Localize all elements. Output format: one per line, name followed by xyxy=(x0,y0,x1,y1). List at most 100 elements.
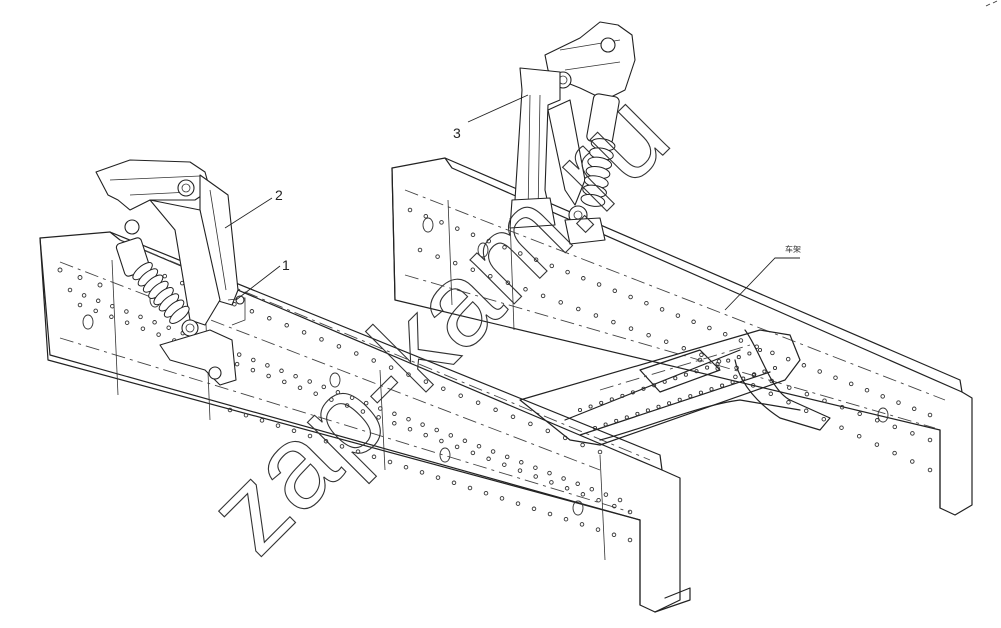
rivet-hole xyxy=(874,418,880,423)
rivet-hole xyxy=(275,423,281,428)
rivet-hole xyxy=(611,319,616,325)
rivet-hole xyxy=(423,213,429,219)
rivet-hole xyxy=(448,433,454,438)
rivet-hole xyxy=(528,421,533,427)
rivet-hole xyxy=(502,462,507,467)
rivet-hole xyxy=(344,403,350,408)
rivet-hole xyxy=(156,332,161,337)
rivet-hole xyxy=(518,251,523,256)
rivet-hole xyxy=(451,480,457,486)
rivet-hole xyxy=(349,395,355,400)
rivet-hole xyxy=(251,357,256,363)
rivet-hole xyxy=(454,444,460,450)
rivet-hole xyxy=(545,428,551,434)
rivet-hole xyxy=(927,412,933,418)
rivet-hole xyxy=(486,238,492,244)
rivet-hole xyxy=(267,316,272,321)
rivet-hole xyxy=(392,411,397,417)
rivet-hole xyxy=(423,379,429,384)
rivet-hole xyxy=(124,320,130,325)
rivet-hole xyxy=(839,425,844,430)
rivet-hole xyxy=(403,464,409,470)
rivet-hole xyxy=(927,467,933,473)
rivet-hole xyxy=(434,427,439,433)
rivet-hole xyxy=(483,490,489,496)
rivet-hole xyxy=(423,432,428,438)
rivet-hole xyxy=(910,459,915,464)
rivet-hole xyxy=(499,496,505,501)
rivet-hole xyxy=(699,352,704,358)
rivet-hole xyxy=(407,207,413,213)
rivet-hole xyxy=(675,313,681,318)
rivet-hole xyxy=(785,356,791,362)
rivet-hole xyxy=(803,408,809,414)
rivet-hole xyxy=(319,337,324,342)
rivet-hole xyxy=(406,416,411,422)
left-frame-rail xyxy=(39,231,691,613)
rivet-hole xyxy=(624,415,629,420)
frame-opening xyxy=(439,447,451,463)
rivet-hole xyxy=(892,424,898,430)
rivet-hole xyxy=(635,411,640,416)
leader-lines xyxy=(224,94,800,311)
rivet-hole xyxy=(243,412,249,418)
rivet-hole xyxy=(599,400,604,405)
rivet-hole xyxy=(579,522,585,527)
rivet-hole xyxy=(470,232,476,238)
rivet-hole xyxy=(407,426,413,432)
rivet-hole xyxy=(475,400,481,405)
rivet-hole xyxy=(234,361,240,367)
leader-2 xyxy=(224,197,273,229)
rivet-hole xyxy=(705,365,710,370)
rivet-hole xyxy=(435,475,441,480)
rivet-hole xyxy=(533,257,539,262)
rivet-hole xyxy=(493,407,498,413)
rivet-hole xyxy=(486,456,491,462)
rivet-hole xyxy=(376,415,381,420)
frame-opening xyxy=(422,217,434,233)
rivet-hole xyxy=(297,385,303,391)
rivet-hole xyxy=(580,442,585,448)
rivet-hole xyxy=(644,300,649,306)
rivet-hole xyxy=(691,319,696,325)
rivet-hole xyxy=(663,339,669,344)
rivet-hole xyxy=(722,331,728,337)
rivet-hole xyxy=(751,373,756,378)
rivet-hole xyxy=(97,282,103,288)
frame-opening xyxy=(477,242,489,258)
rivet-hole xyxy=(519,460,524,465)
spring-coil xyxy=(169,305,190,324)
rivet-hole xyxy=(772,365,778,371)
rivet-hole xyxy=(470,267,476,272)
rivet-hole xyxy=(611,532,617,538)
rivet-hole xyxy=(715,362,720,367)
spring-coil xyxy=(580,193,606,207)
rivet-hole xyxy=(236,352,242,357)
rivet-hole xyxy=(581,276,586,281)
rivet-hole xyxy=(93,308,98,314)
rivet-hole xyxy=(339,444,345,449)
rivet-hole xyxy=(770,350,775,356)
rivet-hole xyxy=(697,357,703,363)
rivet-hole xyxy=(757,347,763,353)
rivet-hole xyxy=(95,298,101,304)
right-frame-rail xyxy=(391,157,973,516)
rivet-hole xyxy=(592,425,598,431)
rivet-hole xyxy=(162,273,168,279)
rivet-hole xyxy=(698,390,703,395)
rivet-hole xyxy=(441,386,446,391)
rivet-hole xyxy=(417,247,423,253)
rivet-hole xyxy=(822,398,827,403)
rivet-hole xyxy=(910,431,915,436)
rivet-hole xyxy=(531,506,537,512)
rivet-hole xyxy=(817,369,822,374)
rivet-hole xyxy=(371,454,377,460)
rivet-hole xyxy=(787,385,792,390)
rivet-hole xyxy=(612,503,617,509)
cross-member-holes xyxy=(577,347,778,431)
rivet-hole xyxy=(927,437,933,443)
rivet-hole xyxy=(804,391,810,397)
rivet-hole xyxy=(81,293,87,298)
rivet-hole xyxy=(730,380,735,385)
rivet-hole xyxy=(301,330,307,335)
